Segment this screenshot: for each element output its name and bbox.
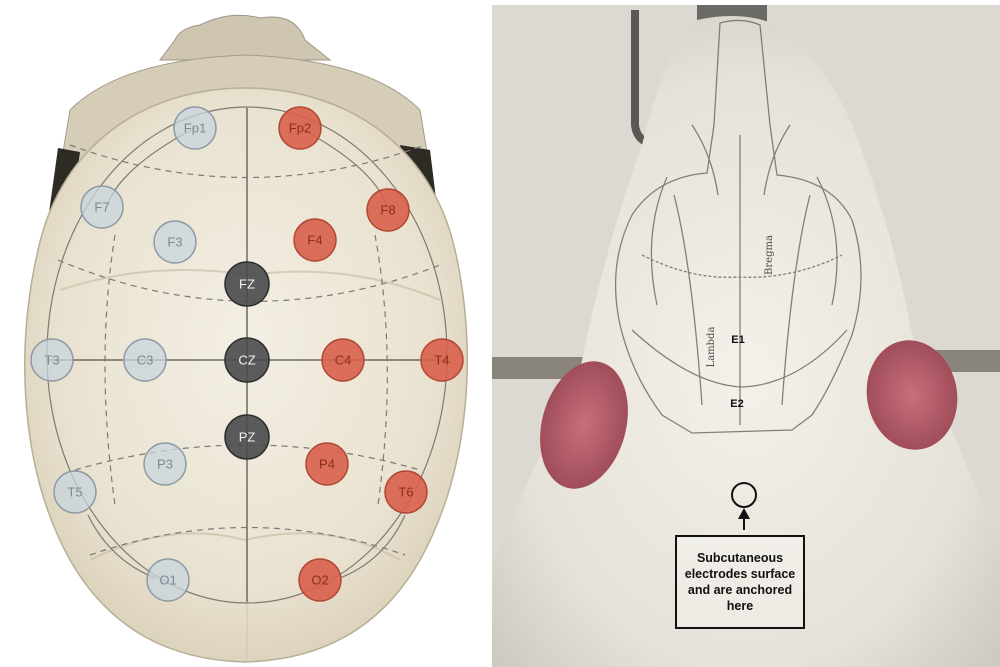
electrode-f7: F7 bbox=[81, 186, 123, 228]
electrode-e2-label: E2 bbox=[730, 398, 743, 410]
rat-skull-overlay-photo: Bregma Lambda E1 E2 Subcutaneous electro… bbox=[492, 5, 1000, 667]
electrode-pz: PZ bbox=[225, 415, 269, 459]
electrode-f4: F4 bbox=[294, 219, 336, 261]
electrode-t6: T6 bbox=[385, 471, 427, 513]
electrode-label: Fp2 bbox=[289, 121, 311, 136]
electrode-label: T3 bbox=[44, 353, 59, 368]
electrode-o1: O1 bbox=[147, 559, 189, 601]
electrode-f3: F3 bbox=[154, 221, 196, 263]
electrode-fp2: Fp2 bbox=[279, 107, 321, 149]
electrode-f8: F8 bbox=[367, 189, 409, 231]
callout-box: Subcutaneous electrodes surface and are … bbox=[675, 535, 805, 629]
bregma-label: Bregma bbox=[764, 235, 775, 275]
electrode-label: T5 bbox=[67, 485, 82, 500]
electrode-label: O1 bbox=[159, 573, 176, 588]
skull-top-ridge bbox=[160, 15, 330, 60]
electrode-label: FZ bbox=[239, 277, 255, 292]
electrode-label: T4 bbox=[434, 353, 449, 368]
electrode-c4: C4 bbox=[322, 339, 364, 381]
electrode-t5: T5 bbox=[54, 471, 96, 513]
lambda-label: Lambda bbox=[706, 327, 717, 368]
electrode-o2: O2 bbox=[299, 559, 341, 601]
callout-text: Subcutaneous electrodes surface and are … bbox=[681, 550, 799, 614]
electrode-label: C3 bbox=[137, 353, 154, 368]
electrode-label: F3 bbox=[167, 235, 182, 250]
electrode-t3: T3 bbox=[31, 339, 73, 381]
electrode-e1-label: E1 bbox=[731, 334, 744, 346]
electrode-label: Fp1 bbox=[184, 121, 206, 136]
electrode-label: F4 bbox=[307, 233, 322, 248]
electrode-label: P4 bbox=[319, 457, 335, 472]
electrode-label: T6 bbox=[398, 485, 413, 500]
electrode-label: F8 bbox=[380, 203, 395, 218]
electrode-label: P3 bbox=[157, 457, 173, 472]
electrode-t4: T4 bbox=[421, 339, 463, 381]
electrode-label: O2 bbox=[311, 573, 328, 588]
electrode-cz: CZ bbox=[225, 338, 269, 382]
electrode-label: F7 bbox=[94, 200, 109, 215]
electrode-c3: C3 bbox=[124, 339, 166, 381]
electrode-p3: P3 bbox=[144, 443, 186, 485]
electrode-label: C4 bbox=[335, 353, 352, 368]
electrode-p4: P4 bbox=[306, 443, 348, 485]
electrode-fp1: Fp1 bbox=[174, 107, 216, 149]
electrode-label: CZ bbox=[238, 353, 255, 368]
electrode-fz: FZ bbox=[225, 262, 269, 306]
electrode-label: PZ bbox=[239, 430, 256, 445]
